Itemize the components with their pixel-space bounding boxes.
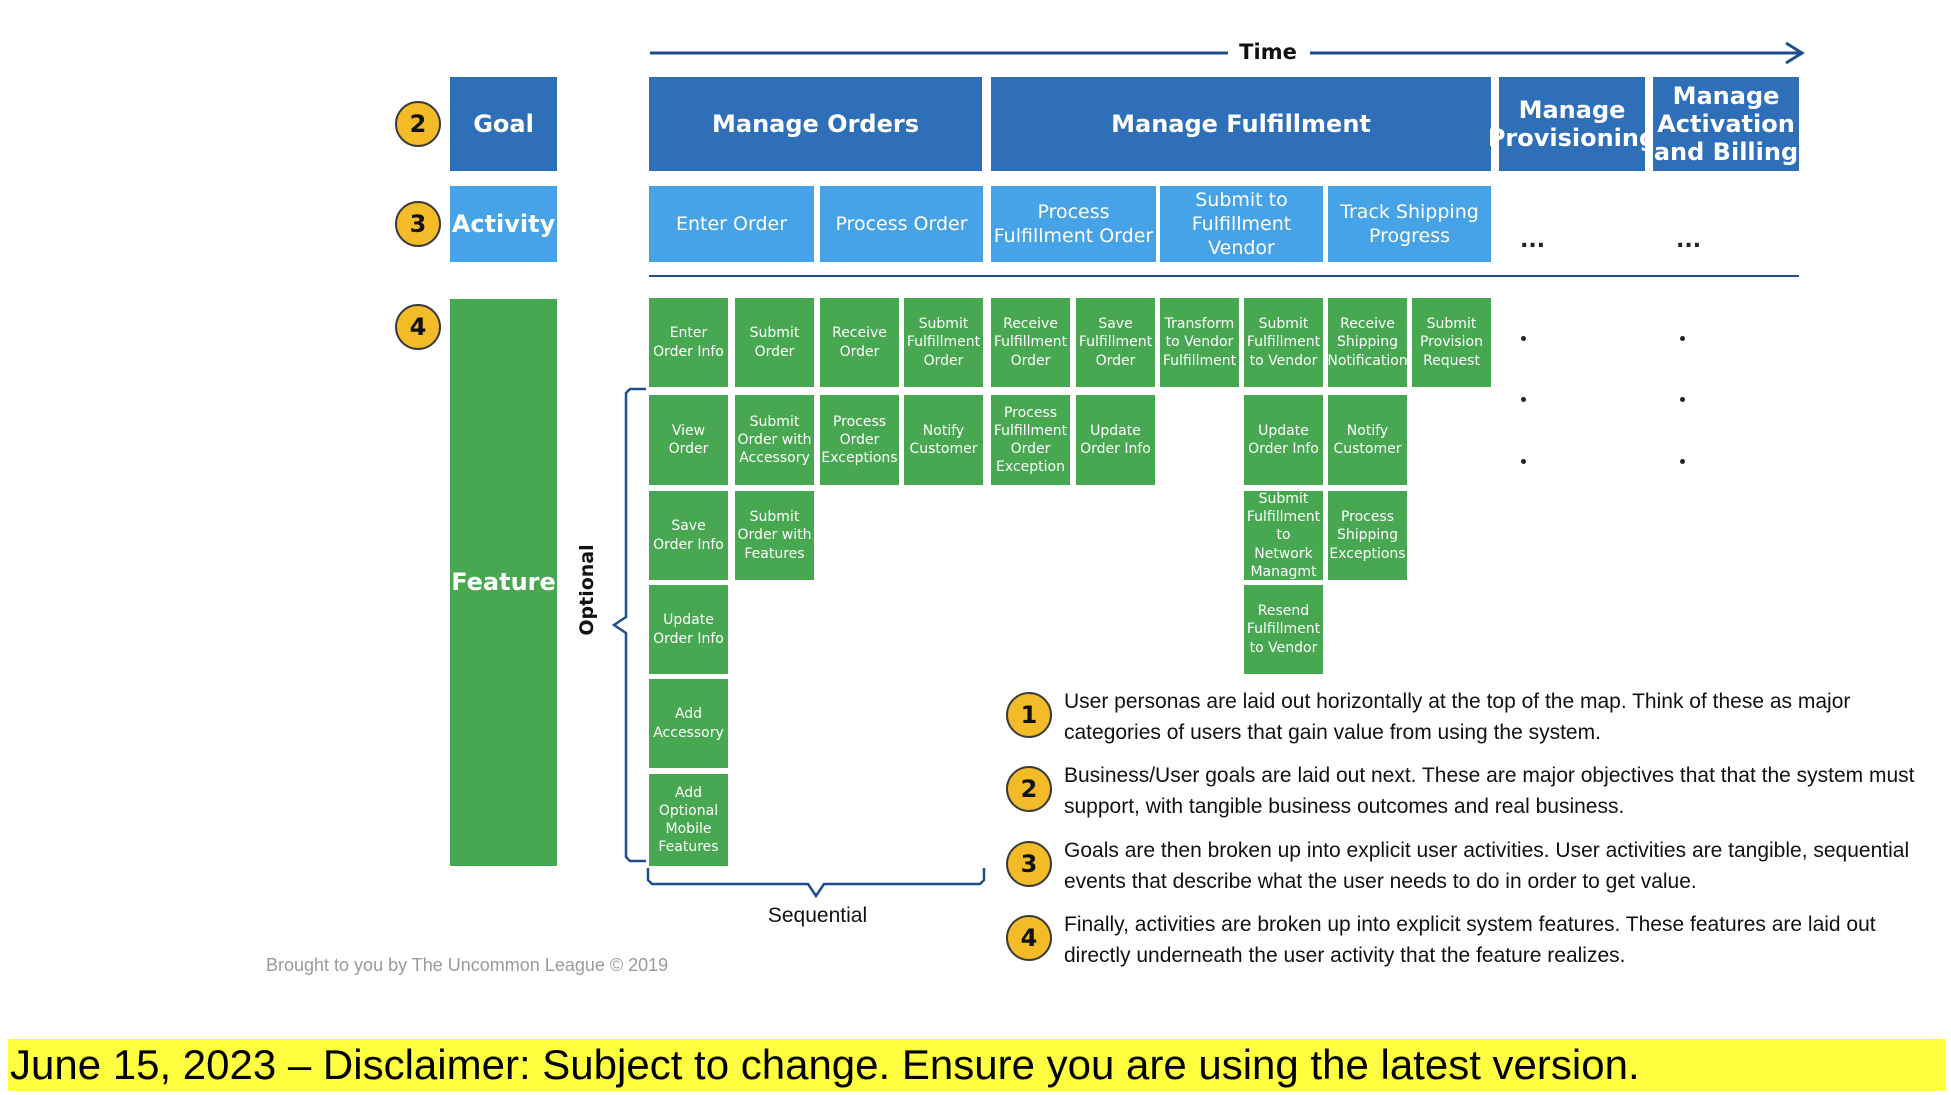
disclaimer-text: June 15, 2023 – Disclaimer: Subject to c… [10,1041,1640,1088]
feature-update-order-info: Update Order Info [1244,395,1323,485]
legend-item: 1 User personas are laid out horizontall… [1006,686,1936,750]
legend-badge: 3 [1006,841,1052,887]
feature-process-shipping-exceptions: Process Shipping Exceptions [1328,491,1407,580]
feature-save-order-info: Save Order Info [649,491,728,580]
activity-ellipsis-activation: ... [1676,228,1702,253]
feature-receive-order: Receive Order [820,298,899,387]
feature-enter-order-info: Enter Order Info [649,298,728,387]
feature-view-order: View Order [649,395,728,485]
feature-process-fulfillment-order-exception: Process Fulfillment Order Exception [991,395,1070,485]
credit-text: Brought to you by The Uncommon League © … [266,955,669,975]
goal-manage-fulfillment: Manage Fulfillment [991,77,1491,171]
legend-badge: 2 [1006,766,1052,812]
goal-manage-orders: Manage Orders [649,77,982,171]
goal-manage-activation-billing: Manage Activation and Billing [1653,77,1799,171]
feature-save-fulfillment-order: Save Fulfillment Order [1076,298,1155,387]
activity-ellipsis-provisioning: ... [1520,228,1546,253]
feature-submit-provision-request: Submit Provision Request [1412,298,1491,387]
goal-manage-provisioning: Manage Provisioning [1488,77,1656,171]
activity-process-order: Process Order [820,186,983,262]
activity-badge: 3 [395,201,441,247]
feature-notify-customer: Notify Customer [1328,395,1407,485]
feature-row-header: Feature [450,299,557,866]
sequential-label: Sequential [767,904,868,927]
feature-transform-to-vendor-fulfillment: Transform to Vendor Fulfillment [1160,298,1239,387]
feature-dot [1521,397,1526,402]
feature-badge: 4 [395,304,441,350]
activity-submit-to-fulfillment-vendor: Submit to Fulfillment Vendor [1160,186,1323,262]
feature-notify-customer: Notify Customer [904,395,983,485]
legend-item: 4 Finally, activities are broken up into… [1006,909,1936,973]
time-label: Time [1239,40,1297,64]
feature-process-order-exceptions: Process Order Exceptions [820,395,899,485]
activity-feature-divider [649,275,1799,277]
activity-track-shipping-progress: Track Shipping Progress [1328,186,1491,262]
feature-submit-order-with-accessory: Submit Order with Accessory [735,395,814,485]
feature-submit-fulfillment-to-vendor: Submit Fulfillment to Vendor [1244,298,1323,387]
legend-item: 2 Business/User goals are laid out next.… [1006,760,1936,824]
feature-submit-order: Submit Order [735,298,814,387]
feature-add-optional-mobile-features: Add Optional Mobile Features [649,774,728,866]
legend-text: User personas are laid out horizontally … [1064,690,1851,744]
feature-update-order-info: Update Order Info [649,585,728,674]
legend-badge: 1 [1006,692,1052,738]
feature-submit-fulfillment-order: Submit Fulfillment Order [904,298,983,387]
feature-update-order-info: Update Order Info [1076,395,1155,485]
sequential-bracket [646,868,986,899]
feature-dot [1521,459,1526,464]
time-arrow [650,41,1805,65]
legend-badge: 4 [1006,915,1052,961]
legend-item: 3 Goals are then broken up into explicit… [1006,835,1936,899]
feature-dot [1680,336,1685,341]
feature-receive-fulfillment-order: Receive Fulfillment Order [991,298,1070,387]
feature-dot [1680,397,1685,402]
legend-text: Business/User goals are laid out next. T… [1064,764,1915,818]
activity-row-header: Activity [450,186,557,262]
feature-resend-fulfillment-to-vendor: Resend Fulfillment to Vendor [1244,585,1323,674]
optional-label: Optional [576,544,598,636]
feature-submit-order-with-features: Submit Order with Features [735,491,814,580]
activity-enter-order: Enter Order [649,186,814,262]
disclaimer-banner: June 15, 2023 – Disclaimer: Subject to c… [8,1039,1946,1091]
legend-text: Finally, activities are broken up into e… [1064,913,1876,967]
feature-submit-fulfillment-to-network-managmt: Submit Fulfillment to Network Managmt [1244,491,1323,580]
activity-process-fulfillment-order: Process Fulfillment Order [991,186,1156,262]
optional-bracket [611,387,646,863]
feature-dot [1521,336,1526,341]
goal-badge: 2 [395,101,441,147]
feature-dot [1680,459,1685,464]
legend-text: Goals are then broken up into explicit u… [1064,839,1910,893]
feature-receive-shipping-notification: Receive Shipping Notification [1327,298,1408,387]
feature-add-accessory: Add Accessory [649,679,728,768]
goal-row-header: Goal [450,77,557,171]
